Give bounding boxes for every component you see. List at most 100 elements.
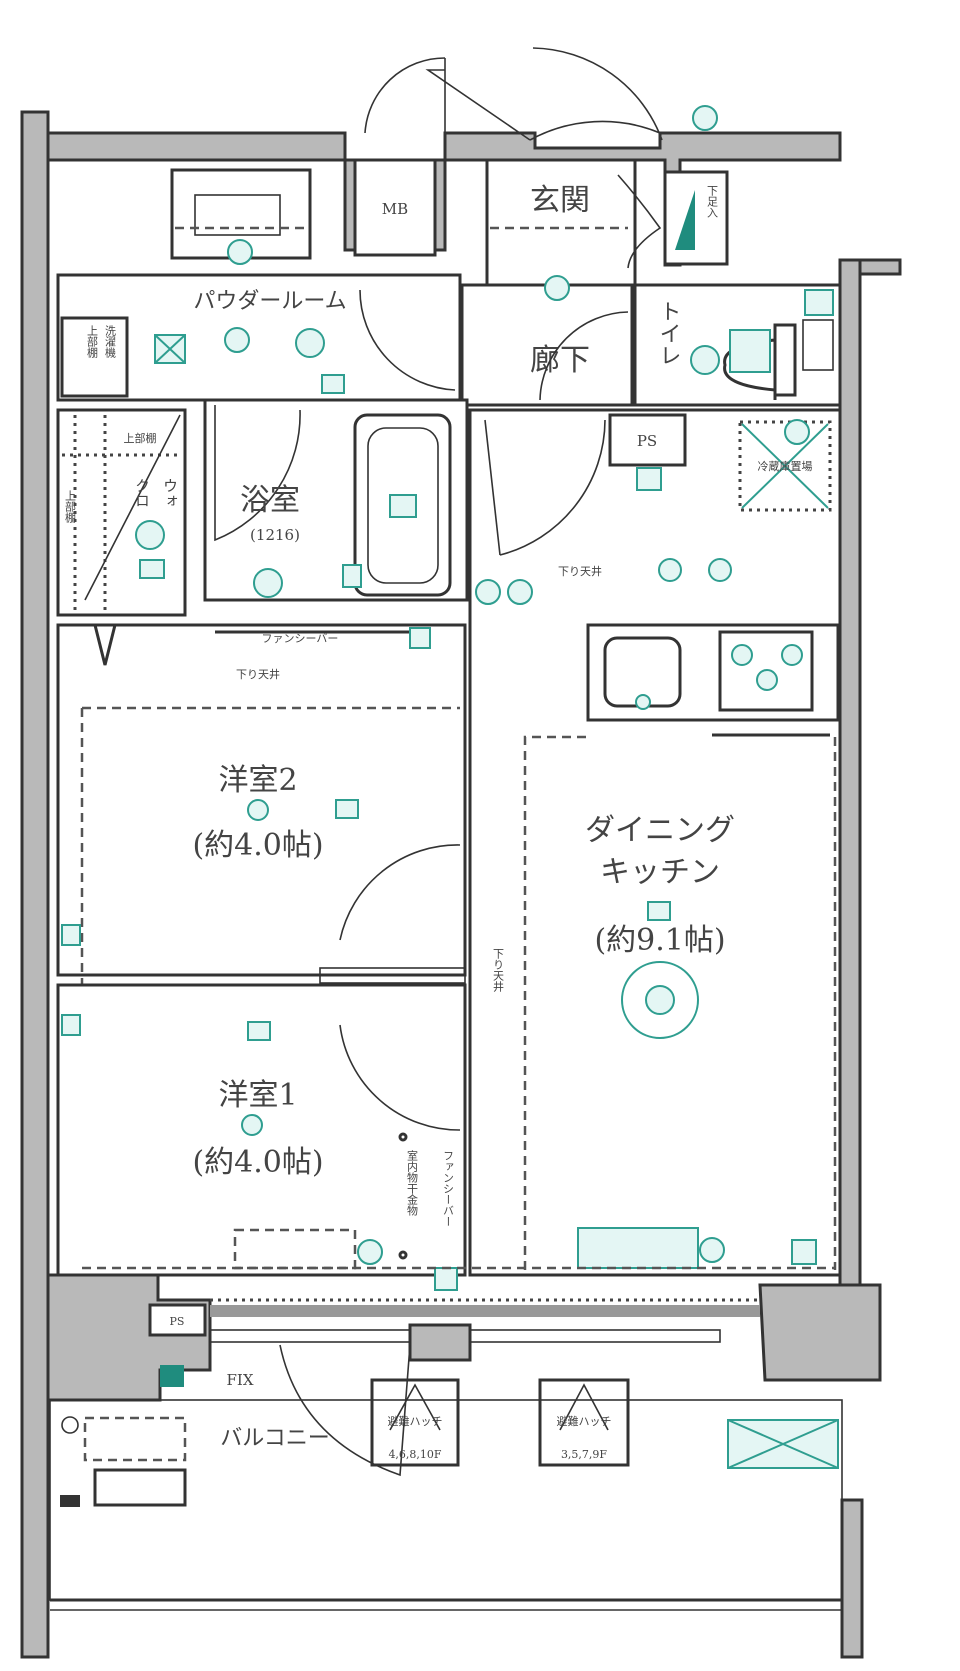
intercom-icon xyxy=(507,579,533,605)
indoor-drying-label: 室内物干金物 xyxy=(406,1149,419,1216)
laundry-label: 洗濯機 xyxy=(104,325,117,359)
balcony-pillar xyxy=(408,1323,472,1362)
hallway-label: 廊下 xyxy=(530,343,590,378)
room2-size: (約4.0帖) xyxy=(192,828,323,863)
outlet-icon xyxy=(61,1014,81,1036)
downlight-icon xyxy=(708,558,732,582)
outlet-icon xyxy=(61,924,81,946)
closet-door-line xyxy=(84,414,181,601)
fancy-bar-top-label: ファンシーバー xyxy=(262,632,339,645)
escape-hatch-2 xyxy=(538,1378,630,1467)
burner-icon xyxy=(781,644,803,666)
hatch-ladder-icon xyxy=(389,1383,441,1431)
drying-hook-icon xyxy=(398,1132,408,1142)
closet-door-marker xyxy=(93,624,117,666)
light-icon xyxy=(247,799,269,821)
balcony-window-right[interactable] xyxy=(469,1329,721,1343)
door-swing-arc xyxy=(529,120,661,141)
right-wall-stub xyxy=(858,258,902,276)
toilet-label: トイレ xyxy=(656,300,681,366)
mb-label: MB xyxy=(382,200,408,218)
bathtub xyxy=(353,413,452,597)
outlet-icon xyxy=(357,1239,383,1265)
light-icon xyxy=(690,345,720,375)
powder-room-label: パウダールーム xyxy=(193,289,346,314)
downlight-icon xyxy=(295,328,325,358)
drain-icon xyxy=(61,1416,79,1434)
toilet-tank xyxy=(773,323,797,397)
bottom-left-wall xyxy=(46,1273,212,1402)
ceiling-light-icon xyxy=(621,961,699,1039)
room1-door-swing[interactable] xyxy=(339,1024,461,1131)
balcony-door-swing[interactable] xyxy=(279,1344,411,1477)
toilet-door-swing[interactable] xyxy=(539,311,629,401)
hatch-ladder-icon xyxy=(559,1383,609,1431)
burner-icon xyxy=(756,669,778,691)
left-wall xyxy=(20,110,50,1659)
hose-tap xyxy=(60,1495,80,1507)
shoe-box-door[interactable] xyxy=(617,174,662,269)
fridge-space-cross xyxy=(741,423,829,509)
window-sill xyxy=(210,1305,760,1317)
ldk-door-leaf xyxy=(484,419,501,556)
dining-kitchen xyxy=(468,408,842,1277)
switch-icon xyxy=(139,559,165,579)
outlet-icon xyxy=(804,289,834,316)
escape-hatch-1 xyxy=(370,1378,460,1467)
ventilation-fan-cross xyxy=(154,334,186,364)
outlet-icon xyxy=(335,799,359,819)
hallway xyxy=(460,283,634,407)
closet-label-b: クロ xyxy=(133,478,151,508)
balcony-window-left[interactable] xyxy=(209,1329,411,1343)
ventilation-fan-icon xyxy=(729,329,771,373)
bathtub-inner xyxy=(367,427,439,584)
laundry-space xyxy=(60,316,129,398)
partition-storage xyxy=(319,967,466,984)
balcony-label: バルコニー xyxy=(220,1426,330,1451)
closet-side-shelf-label: 上部棚 xyxy=(64,490,77,524)
bathroom-size: (1216) xyxy=(250,526,300,544)
outlet-icon xyxy=(434,1267,458,1291)
outdoor-unit xyxy=(93,1468,187,1507)
ldk-lowered-ceiling-outline xyxy=(523,735,837,1270)
hatch-2-label: 避難ハッチ xyxy=(557,1414,612,1428)
outlet-icon xyxy=(321,374,345,394)
entrance-door[interactable] xyxy=(364,47,663,141)
light-icon xyxy=(241,1114,263,1136)
drain-icon xyxy=(389,494,417,518)
fridge-label: 冷蔵庫置場 xyxy=(758,459,813,473)
burner-icon xyxy=(731,644,753,666)
kitchen-counter xyxy=(586,623,840,722)
pipe-space-top-label: PS xyxy=(637,432,657,450)
exterior-light-icon xyxy=(692,105,718,131)
entrance-label: 玄関 xyxy=(530,183,590,218)
light-icon xyxy=(227,239,253,265)
ldk-size: (約9.1帖) xyxy=(594,923,725,958)
hatch-1-label: 避難ハッチ xyxy=(388,1414,443,1428)
powder-room-door-swing[interactable] xyxy=(359,289,456,391)
ceiling-light-center xyxy=(645,985,675,1015)
fridge-space xyxy=(738,420,832,512)
ldk-door-swing[interactable] xyxy=(499,419,606,556)
outlet-icon xyxy=(784,419,810,445)
fancy-bar-side-label: ファンシーバー xyxy=(442,1150,455,1227)
light-icon xyxy=(253,568,283,598)
bottom-right-column xyxy=(758,1283,882,1382)
fix-window-label: FIX xyxy=(226,1371,253,1389)
tv-outlet-icon xyxy=(647,901,671,921)
pipe-space-top xyxy=(608,413,687,467)
gas-stove xyxy=(718,630,814,712)
laundry-shelf-label: 上部棚 xyxy=(86,325,99,359)
door-swing-arc xyxy=(532,47,663,141)
room2-lowered-ceiling-label: 下り天井 xyxy=(236,667,280,681)
towel-holder xyxy=(802,319,834,371)
shoe-box-icon xyxy=(675,190,695,250)
entrance-area xyxy=(485,158,637,295)
aircon-icon xyxy=(577,1227,699,1269)
room2-door-swing[interactable] xyxy=(339,844,461,941)
outlet-icon xyxy=(247,1021,271,1041)
shoe-box xyxy=(663,170,729,266)
bathroom-door-swing[interactable] xyxy=(214,405,301,542)
ldk-label-1: ダイニング xyxy=(585,813,735,848)
